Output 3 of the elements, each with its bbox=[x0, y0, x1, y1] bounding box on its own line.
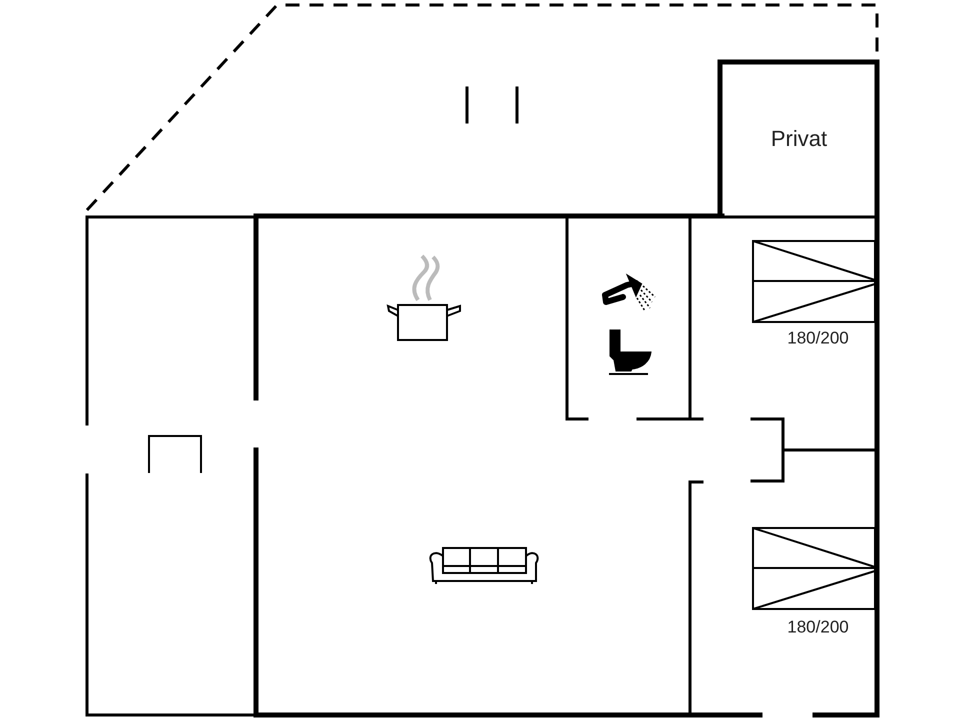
bed-size-label: 180/200 bbox=[787, 330, 849, 346]
room-label: Privat bbox=[770, 128, 828, 150]
bed-size-label: 180/200 bbox=[787, 618, 849, 636]
